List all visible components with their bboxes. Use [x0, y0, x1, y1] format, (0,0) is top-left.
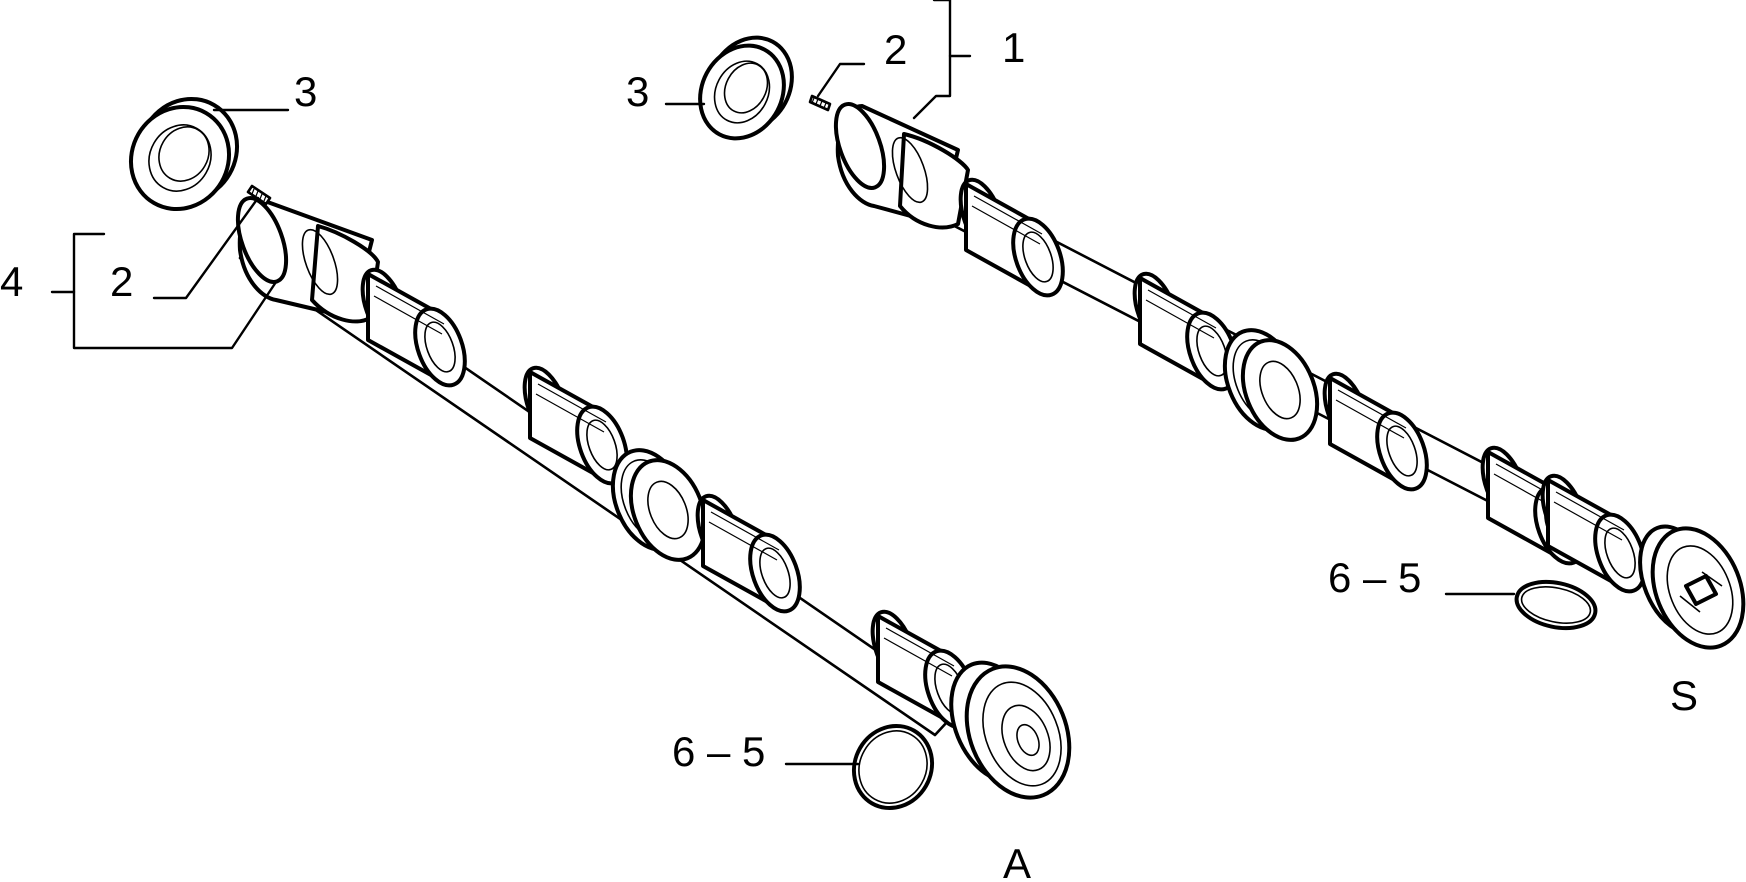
label-left-plug: 6 – 5	[672, 728, 765, 775]
label-right-bracket: 1	[1002, 24, 1025, 71]
camshaft-a	[235, 196, 1072, 800]
label-left-shaft-tag: A	[1003, 840, 1031, 882]
oil-seal-ring-left	[128, 96, 240, 212]
oil-seal-ring-right	[698, 35, 794, 141]
label-left-pin: 2	[110, 258, 133, 305]
dowel-pin-right	[808, 94, 832, 112]
label-right-seal: 3	[626, 68, 649, 115]
label-right-plug: 6 – 5	[1328, 554, 1421, 601]
leader-lines	[50, 0, 1516, 766]
label-right-pin: 2	[884, 26, 907, 73]
label-left-seal: 3	[294, 68, 317, 115]
plug-ring-left	[851, 723, 935, 811]
dowel-pin-left	[246, 184, 272, 206]
camshaft-s	[833, 102, 1746, 650]
label-left-bracket: 4	[0, 258, 23, 305]
label-right-shaft-tag: S	[1670, 672, 1698, 719]
plug-ring-right	[1514, 579, 1598, 631]
